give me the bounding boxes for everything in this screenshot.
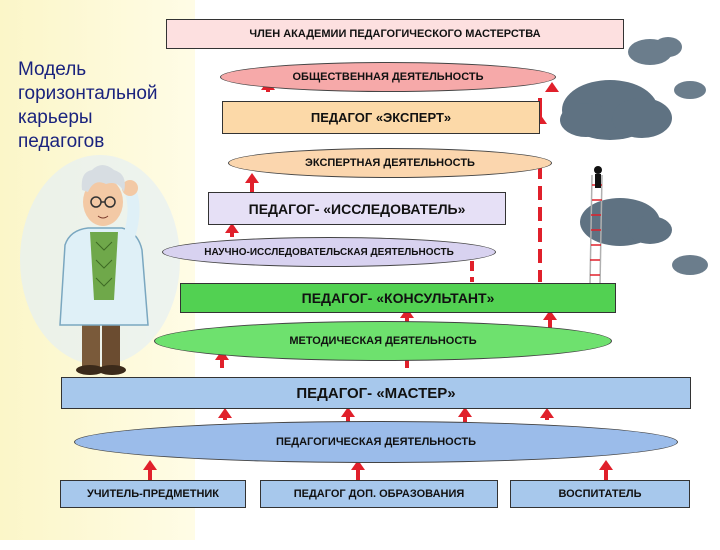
up-arrow-icon	[225, 223, 239, 233]
cloud-icon	[672, 255, 708, 275]
entry-role-box: ПЕДАГОГ ДОП. ОБРАЗОВАНИЯ	[260, 480, 498, 508]
entry-role-box: УЧИТЕЛЬ-ПРЕДМЕТНИК	[60, 480, 246, 508]
entry-role-label: УЧИТЕЛЬ-ПРЕДМЕТНИК	[86, 488, 220, 500]
ladder-icon	[589, 174, 603, 286]
cloud-icon	[674, 81, 706, 99]
researcher-label: ПЕДАГОГ- «ИССЛЕДОВАТЕЛЬ»	[248, 200, 466, 217]
methodical-activity-ellipse: МЕТОДИЧЕСКАЯ ДЕЯТЕЛЬНОСТЬ	[154, 321, 612, 361]
consultant-label: ПЕДАГОГ- «КОНСУЛЬТАНТ»	[301, 290, 495, 306]
cloud-icon	[580, 198, 672, 246]
up-arrow-icon	[543, 310, 557, 320]
social-activity-ellipse: ОБЩЕСТВЕННАЯ ДЕЯТЕЛЬНОСТЬ	[220, 62, 556, 92]
research-activity-ellipse: НАУЧНО-ИССЛЕДОВАТЕЛЬСКАЯ ДЕЯТЕЛЬНОСТЬ	[162, 237, 496, 267]
expert-box: ПЕДАГОГ «ЭКСПЕРТ»	[222, 101, 540, 134]
academy-member-box: ЧЛЕН АКАДЕМИИ ПЕДАГОГИЧЕСКОГО МАСТЕРСТВА	[166, 19, 624, 49]
pedagogical-activity-label: ПЕДАГОГИЧЕСКАЯ ДЕЯТЕЛЬНОСТЬ	[276, 436, 476, 448]
up-arrow-icon	[599, 460, 613, 470]
expert-activity-label: ЭКСПЕРТНАЯ ДЕЯТЕЛЬНОСТЬ	[305, 157, 475, 169]
academy-member-label: ЧЛЕН АКАДЕМИИ ПЕДАГОГИЧЕСКОГО МАСТЕРСТВА	[249, 28, 541, 40]
up-arrow-icon	[351, 460, 365, 470]
cloud-icon	[560, 80, 672, 140]
up-arrow-icon	[245, 173, 259, 183]
pedagogical-activity-ellipse: ПЕДАГОГИЧЕСКАЯ ДЕЯТЕЛЬНОСТЬ	[74, 421, 678, 463]
master-label: ПЕДАГОГ- «МАСТЕР»	[296, 384, 456, 402]
up-arrow-icon	[540, 408, 554, 418]
up-arrow-icon	[341, 407, 355, 417]
expert-activity-ellipse: ЭКСПЕРТНАЯ ДЕЯТЕЛЬНОСТЬ	[228, 148, 552, 178]
entry-role-label: ПЕДАГОГ ДОП. ОБРАЗОВАНИЯ	[293, 488, 465, 500]
expert-label: ПЕДАГОГ «ЭКСПЕРТ»	[310, 110, 452, 125]
diagram-title: Модель горизонтальной карьеры педагогов	[18, 59, 158, 152]
up-arrow-icon	[143, 460, 157, 470]
entry-role-box: ВОСПИТАТЕЛЬ	[510, 480, 690, 508]
consultant-box: ПЕДАГОГ- «КОНСУЛЬТАНТ»	[180, 283, 616, 313]
researcher-box: ПЕДАГОГ- «ИССЛЕДОВАТЕЛЬ»	[208, 192, 506, 225]
entry-role-label: ВОСПИТАТЕЛЬ	[558, 488, 642, 500]
teacher-illustration	[20, 155, 180, 375]
up-arrow-icon	[458, 407, 472, 417]
up-arrow-icon	[218, 408, 232, 418]
social-activity-label: ОБЩЕСТВЕННАЯ ДЕЯТЕЛЬНОСТЬ	[292, 71, 484, 83]
up-arrow-icon	[545, 82, 559, 92]
climber-icon	[594, 166, 602, 188]
master-box: ПЕДАГОГ- «МАСТЕР»	[61, 377, 691, 409]
methodical-activity-label: МЕТОДИЧЕСКАЯ ДЕЯТЕЛЬНОСТЬ	[289, 335, 477, 347]
cloud-icon	[628, 37, 682, 65]
research-activity-label: НАУЧНО-ИССЛЕДОВАТЕЛЬСКАЯ ДЕЯТЕЛЬНОСТЬ	[204, 246, 454, 258]
up-arrow-icon	[400, 308, 414, 318]
